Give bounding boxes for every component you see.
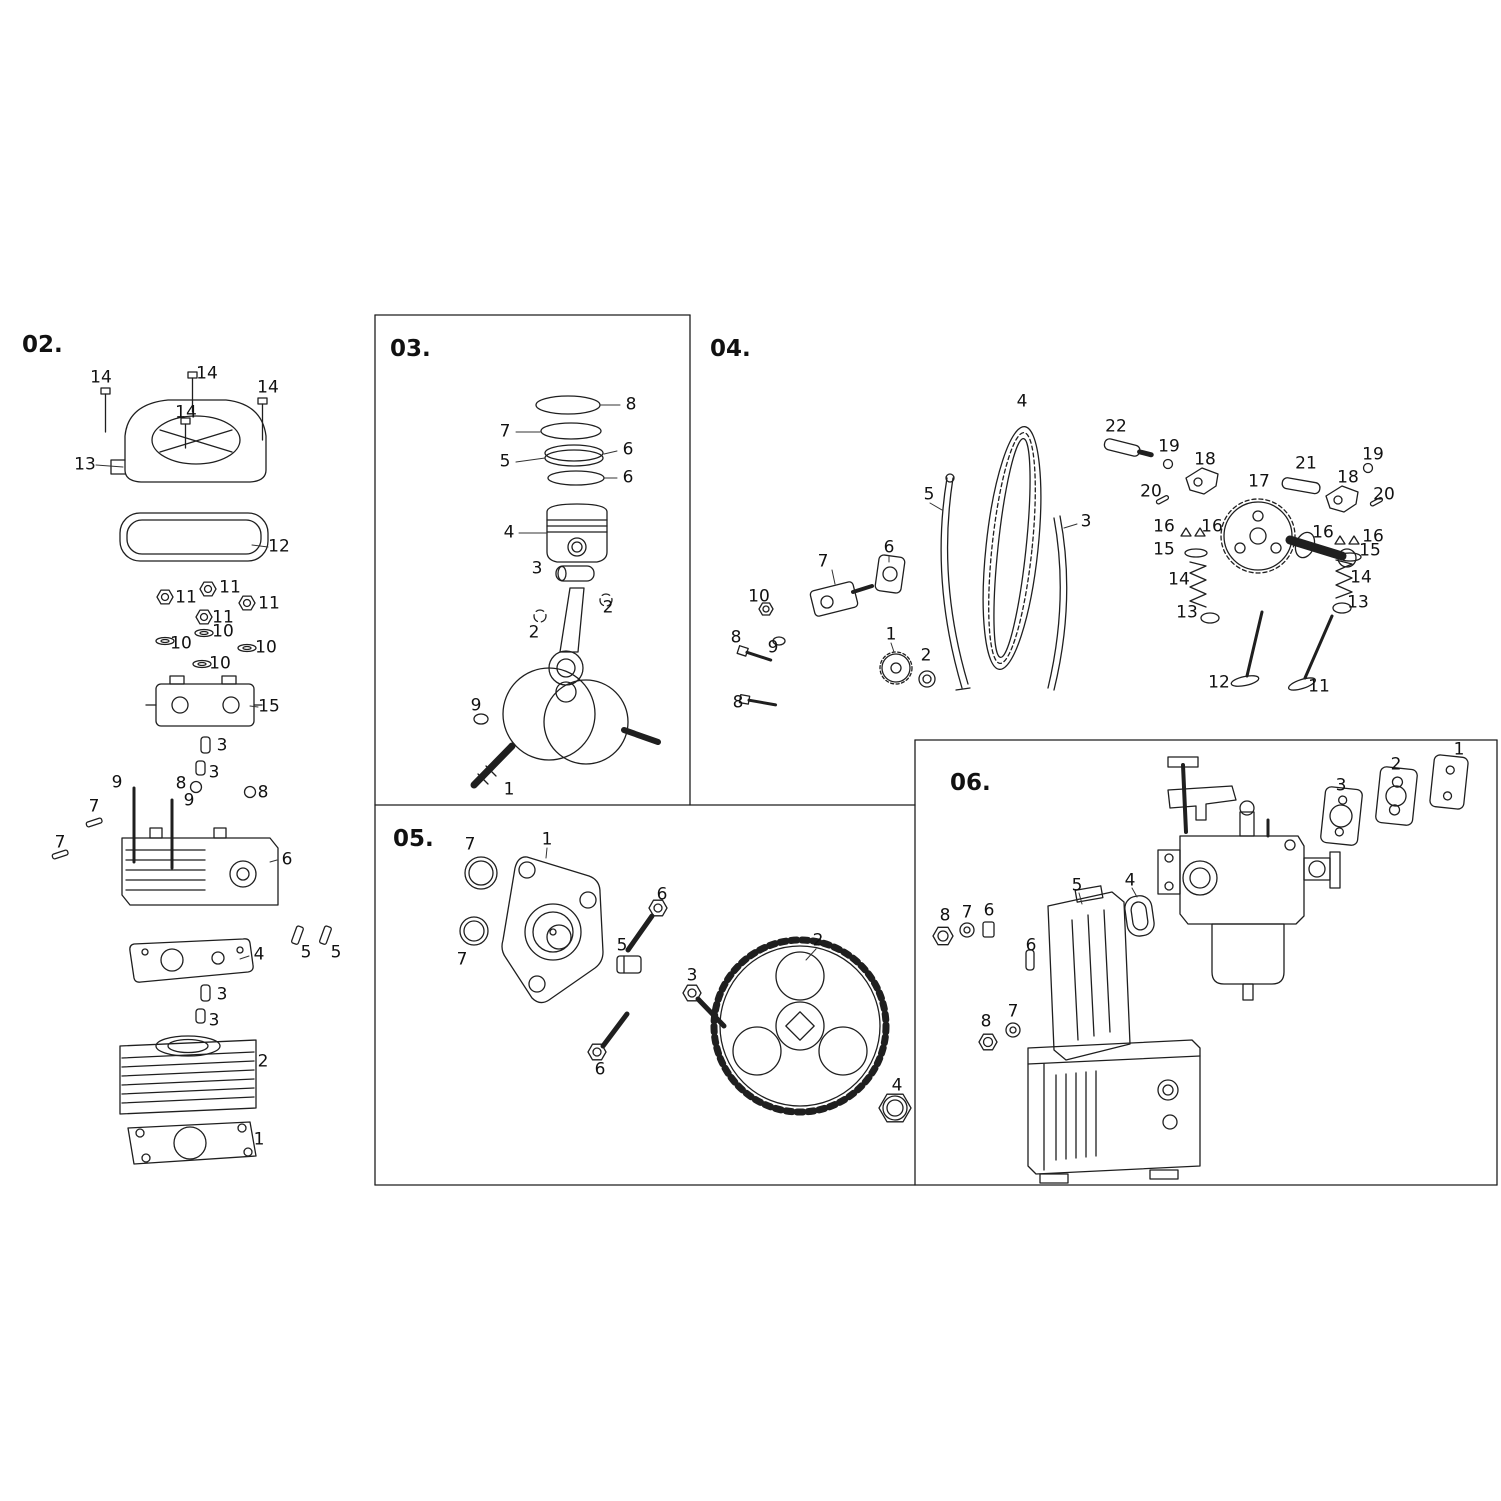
gear-nut <box>878 1093 912 1123</box>
cover-gasket <box>119 512 269 562</box>
spring-seats <box>1184 548 1362 562</box>
rocker-washers <box>155 628 257 669</box>
tensioner-gasket <box>874 554 906 594</box>
chain-guide-right <box>1047 515 1068 691</box>
panel-borders <box>374 314 1498 1186</box>
rocker-arm-left <box>1185 467 1219 495</box>
camshaft-and-cam-sprocket <box>1220 498 1357 574</box>
section-label-05: 05. <box>393 826 434 852</box>
rocker-shaft-left <box>1103 438 1174 505</box>
tensioner-hardware <box>736 602 786 707</box>
oil-pump-body <box>501 856 604 1004</box>
valve-cover <box>110 399 267 483</box>
rocker-shaft-right <box>1281 462 1384 507</box>
valve-keepers <box>1180 527 1360 545</box>
air-box <box>1027 1039 1201 1184</box>
carburetor-body <box>1157 756 1341 1001</box>
section-04-drawing <box>736 425 1384 707</box>
head-gasket <box>129 938 254 983</box>
head-dowel-pins <box>195 736 211 776</box>
section-label-06: 06. <box>950 770 991 796</box>
section-label-03: 03. <box>390 336 431 362</box>
mounting-hardware <box>932 921 1035 1051</box>
valves <box>1230 610 1334 691</box>
rocker-arm-assembly <box>145 675 263 727</box>
base-gasket <box>127 1121 257 1165</box>
heat-shroud <box>1047 885 1131 1061</box>
section-02-drawing <box>51 371 332 1165</box>
section-05-drawing <box>459 856 912 1123</box>
carb-insulator <box>1375 766 1418 826</box>
head-studs-and-pins <box>51 780 257 870</box>
intake-gasket-inner <box>1320 786 1363 846</box>
piston-pin <box>555 565 595 582</box>
crank-washer <box>473 713 489 725</box>
cylinder-dowel-pins <box>195 984 211 1024</box>
section-03-drawing <box>470 395 661 789</box>
pump-o-rings <box>459 856 498 946</box>
cover-bolts <box>100 371 268 449</box>
leader-lines <box>95 404 1138 961</box>
pump-bolt-lower <box>587 1011 630 1061</box>
cylinder-dowels <box>291 925 332 945</box>
pump-bolt-upper <box>625 899 668 953</box>
section-label-04: 04. <box>710 336 751 362</box>
section-label-02: 02. <box>22 332 63 358</box>
intake-gasket-outer <box>1429 754 1469 810</box>
valve-springs <box>1189 559 1353 608</box>
pump-drive-gear <box>710 936 890 1116</box>
piston <box>546 503 608 563</box>
crank-sprocket <box>879 651 913 685</box>
crankshaft-assembly <box>470 587 661 789</box>
timing-chain <box>982 425 1042 671</box>
chain-guide-left <box>940 473 971 691</box>
cylinder-head <box>121 827 279 906</box>
pin-circlips <box>533 593 613 623</box>
carb-side-gasket <box>1124 895 1155 937</box>
rocker-arm-right <box>1325 485 1359 513</box>
cylinder-block <box>119 1035 257 1115</box>
valve-seals <box>1200 602 1352 624</box>
pump-bushing <box>616 955 642 974</box>
sprocket-washer <box>918 670 936 688</box>
piston-rings <box>535 395 605 486</box>
rocker-nuts <box>156 581 256 625</box>
section-06-drawing <box>932 754 1469 1184</box>
chain-tensioner <box>809 581 874 617</box>
